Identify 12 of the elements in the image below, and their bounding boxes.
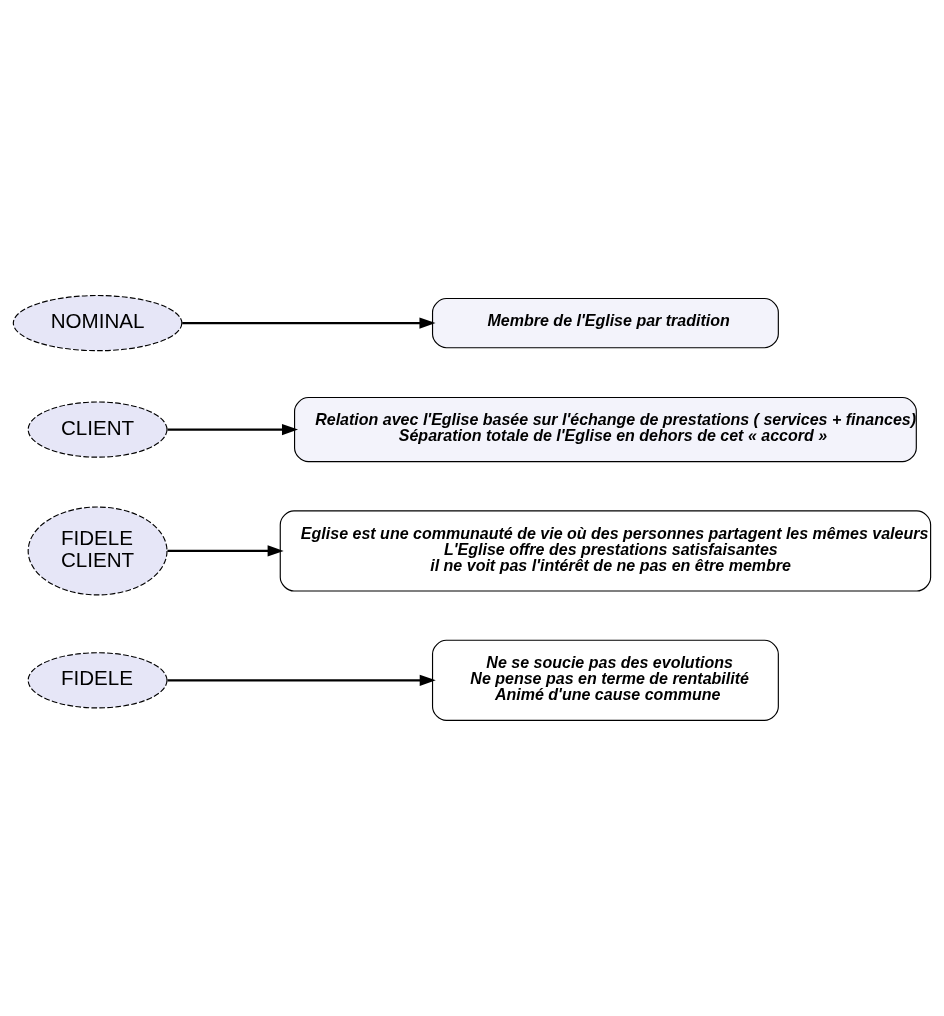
node-box: Eglise est une communauté de vie où des personnes partagent les mêmes valeurs L'Eglise offre des prestations satisfaisantes il ne voit pas l'intérêt de ne pas en être membre: [279, 510, 932, 592]
arrow: [182, 317, 436, 329]
node-ellipse: FIDELE: [27, 652, 168, 709]
node-ellipse: FIDELE CLIENT: [27, 506, 168, 596]
arrow: [167, 674, 436, 686]
arrow: [167, 423, 299, 436]
node-box: Membre de l'Eglise par tradition: [431, 297, 779, 349]
node-box: Ne se soucie pas des evolutions Ne pense pas en terme de rentabilité Animé d'une cause commune: [431, 639, 779, 721]
node-ellipse: CLIENT: [27, 401, 168, 458]
node-ellipse: NOMINAL: [12, 294, 183, 352]
arrow: [167, 545, 284, 557]
node-box: Relation avec l'Eglise basée sur l'échange de prestations ( services + finances) Séparation totale de l'Eglise en dehors de cet « accord »: [294, 396, 917, 463]
